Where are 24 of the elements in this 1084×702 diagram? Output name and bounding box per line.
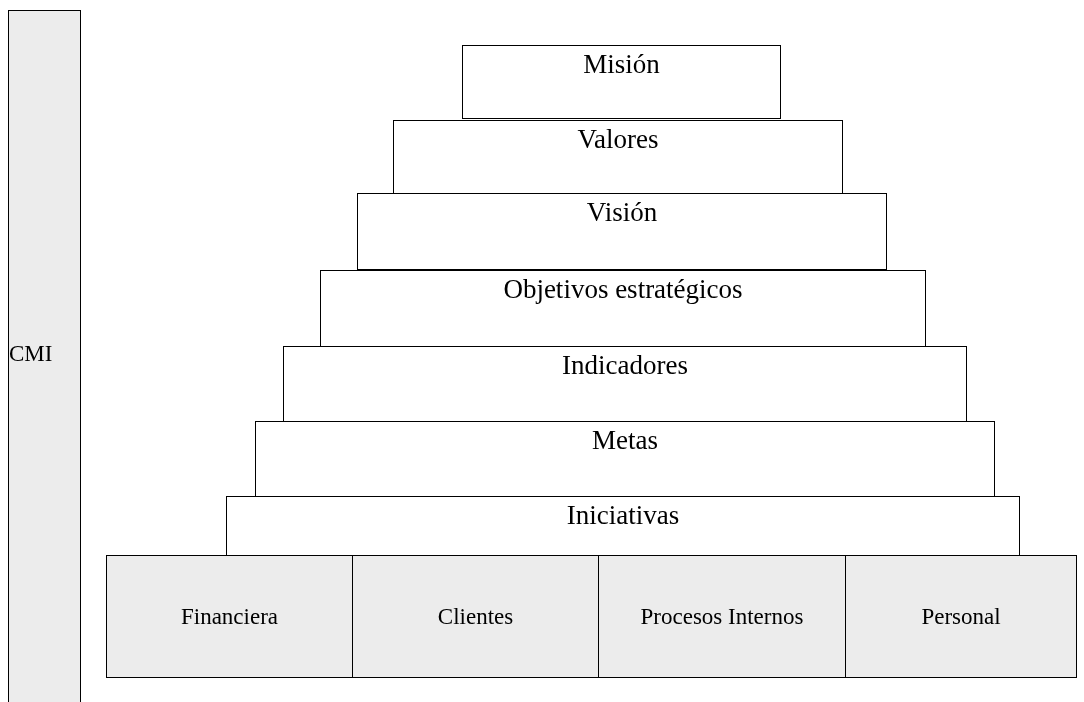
table-cell: [845, 555, 1077, 678]
table-cell: [598, 555, 846, 678]
tier-label: Visión: [586, 197, 658, 228]
cell-label: Clientes: [437, 603, 514, 630]
tier-label: Misión: [583, 49, 660, 80]
side-bar: [8, 10, 81, 702]
pyramid-tier: [393, 120, 843, 194]
tier-label: Iniciativas: [566, 500, 680, 531]
side-label: CMI: [9, 341, 53, 367]
tier-label: Objetivos estratégicos: [503, 274, 743, 305]
cell-label: Financiera: [180, 603, 279, 630]
cell-label: Procesos Internos: [640, 603, 804, 630]
pyramid-tier: [462, 45, 781, 119]
pyramid-tier: [255, 421, 995, 497]
tier-label: Metas: [592, 425, 658, 456]
tier-label: Valores: [577, 124, 659, 155]
pyramid-tier: [283, 346, 967, 422]
table-cell: [352, 555, 599, 678]
pyramid-tier: [320, 270, 926, 347]
pyramid-tier: [357, 193, 887, 270]
cell-label: Personal: [921, 603, 1001, 630]
pyramid-tier: [226, 496, 1020, 556]
tier-label: Indicadores: [562, 350, 688, 381]
table-cell: [106, 555, 353, 678]
